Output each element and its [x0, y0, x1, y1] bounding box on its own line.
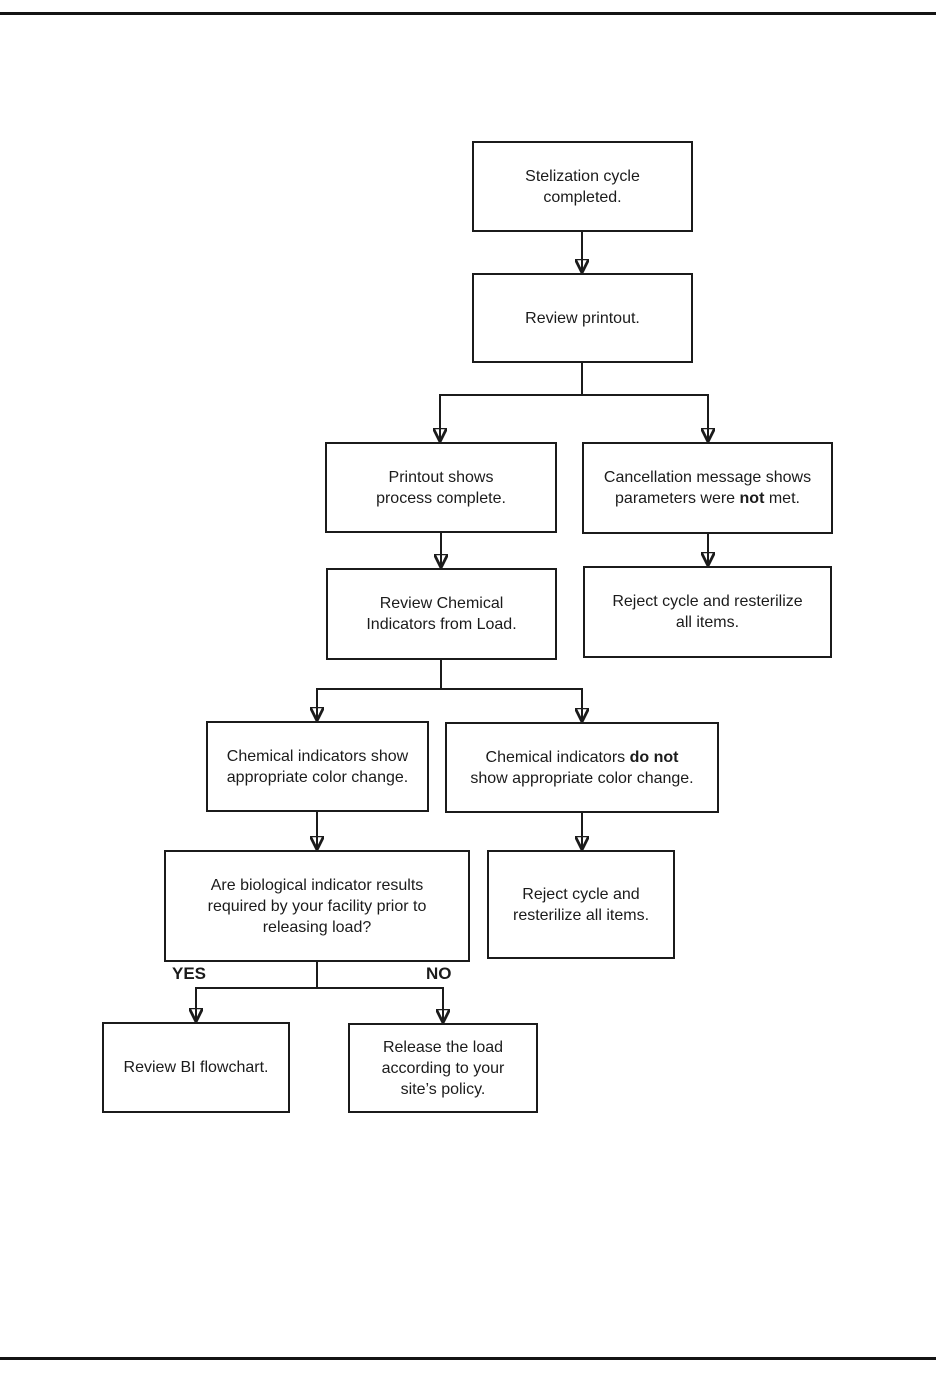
edge-review-printout-to-cancellation	[581, 363, 708, 439]
node-text: Review Chemical Indicators from Load.	[366, 595, 517, 633]
node-indicators-do-not-show-change: Chemical indicators do not show appropri…	[445, 722, 719, 813]
top-rule	[0, 12, 936, 15]
node-text: Stelization cycle completed.	[525, 167, 640, 206]
node-text: Review BI flowchart.	[123, 1059, 269, 1076]
node-text: Chemical indicators do not show appropri…	[470, 748, 694, 787]
node-text: Chemical indicators show appropriate col…	[226, 747, 409, 786]
node-cancellation-message: Cancellation message shows parameters we…	[582, 442, 833, 534]
edge-bi-question-no	[316, 962, 443, 1020]
node-text: Review printout.	[525, 309, 640, 327]
node-review-chemical-indicators: Review Chemical Indicators from Load.	[326, 568, 557, 660]
node-reject-resterilize-items: Reject cycle and resterilize all items.	[487, 850, 675, 959]
edge-bi-question-yes	[196, 962, 318, 1019]
node-release-load: Release the load according to your site’…	[348, 1023, 538, 1113]
edge-review-printout-to-printout-shows	[440, 363, 583, 439]
node-review-bi-flowchart: Review BI flowchart.	[102, 1022, 290, 1113]
node-text: Cancellation message shows parameters we…	[603, 469, 812, 507]
node-text: Reject cycle and resterilize all items.	[512, 885, 650, 924]
branch-label-yes: YES	[172, 964, 207, 983]
node-text: Printout shows process complete.	[376, 468, 506, 507]
node-text: Release the load according to your site’…	[381, 1038, 505, 1098]
node-text: Reject cycle and resterilize all items.	[612, 593, 803, 631]
node-reject-resterilize-all: Reject cycle and resterilize all items.	[583, 566, 832, 658]
node-printout-shows-process-complete: Printout shows process complete.	[325, 442, 557, 533]
node-bi-results-question: Are biological indicator results require…	[164, 850, 470, 962]
node-indicators-show-change: Chemical indicators show appropriate col…	[206, 721, 429, 812]
node-review-printout: Review printout.	[472, 273, 693, 363]
edge-review-ci-to-show-change	[317, 660, 442, 718]
branch-label-no: NO	[426, 964, 452, 983]
node-text: Are biological indicator results require…	[207, 876, 427, 936]
bottom-rule	[0, 1357, 936, 1360]
node-stelization-cycle-completed: Stelization cycle completed.	[472, 141, 693, 232]
edge-review-ci-to-no-change	[440, 660, 582, 719]
